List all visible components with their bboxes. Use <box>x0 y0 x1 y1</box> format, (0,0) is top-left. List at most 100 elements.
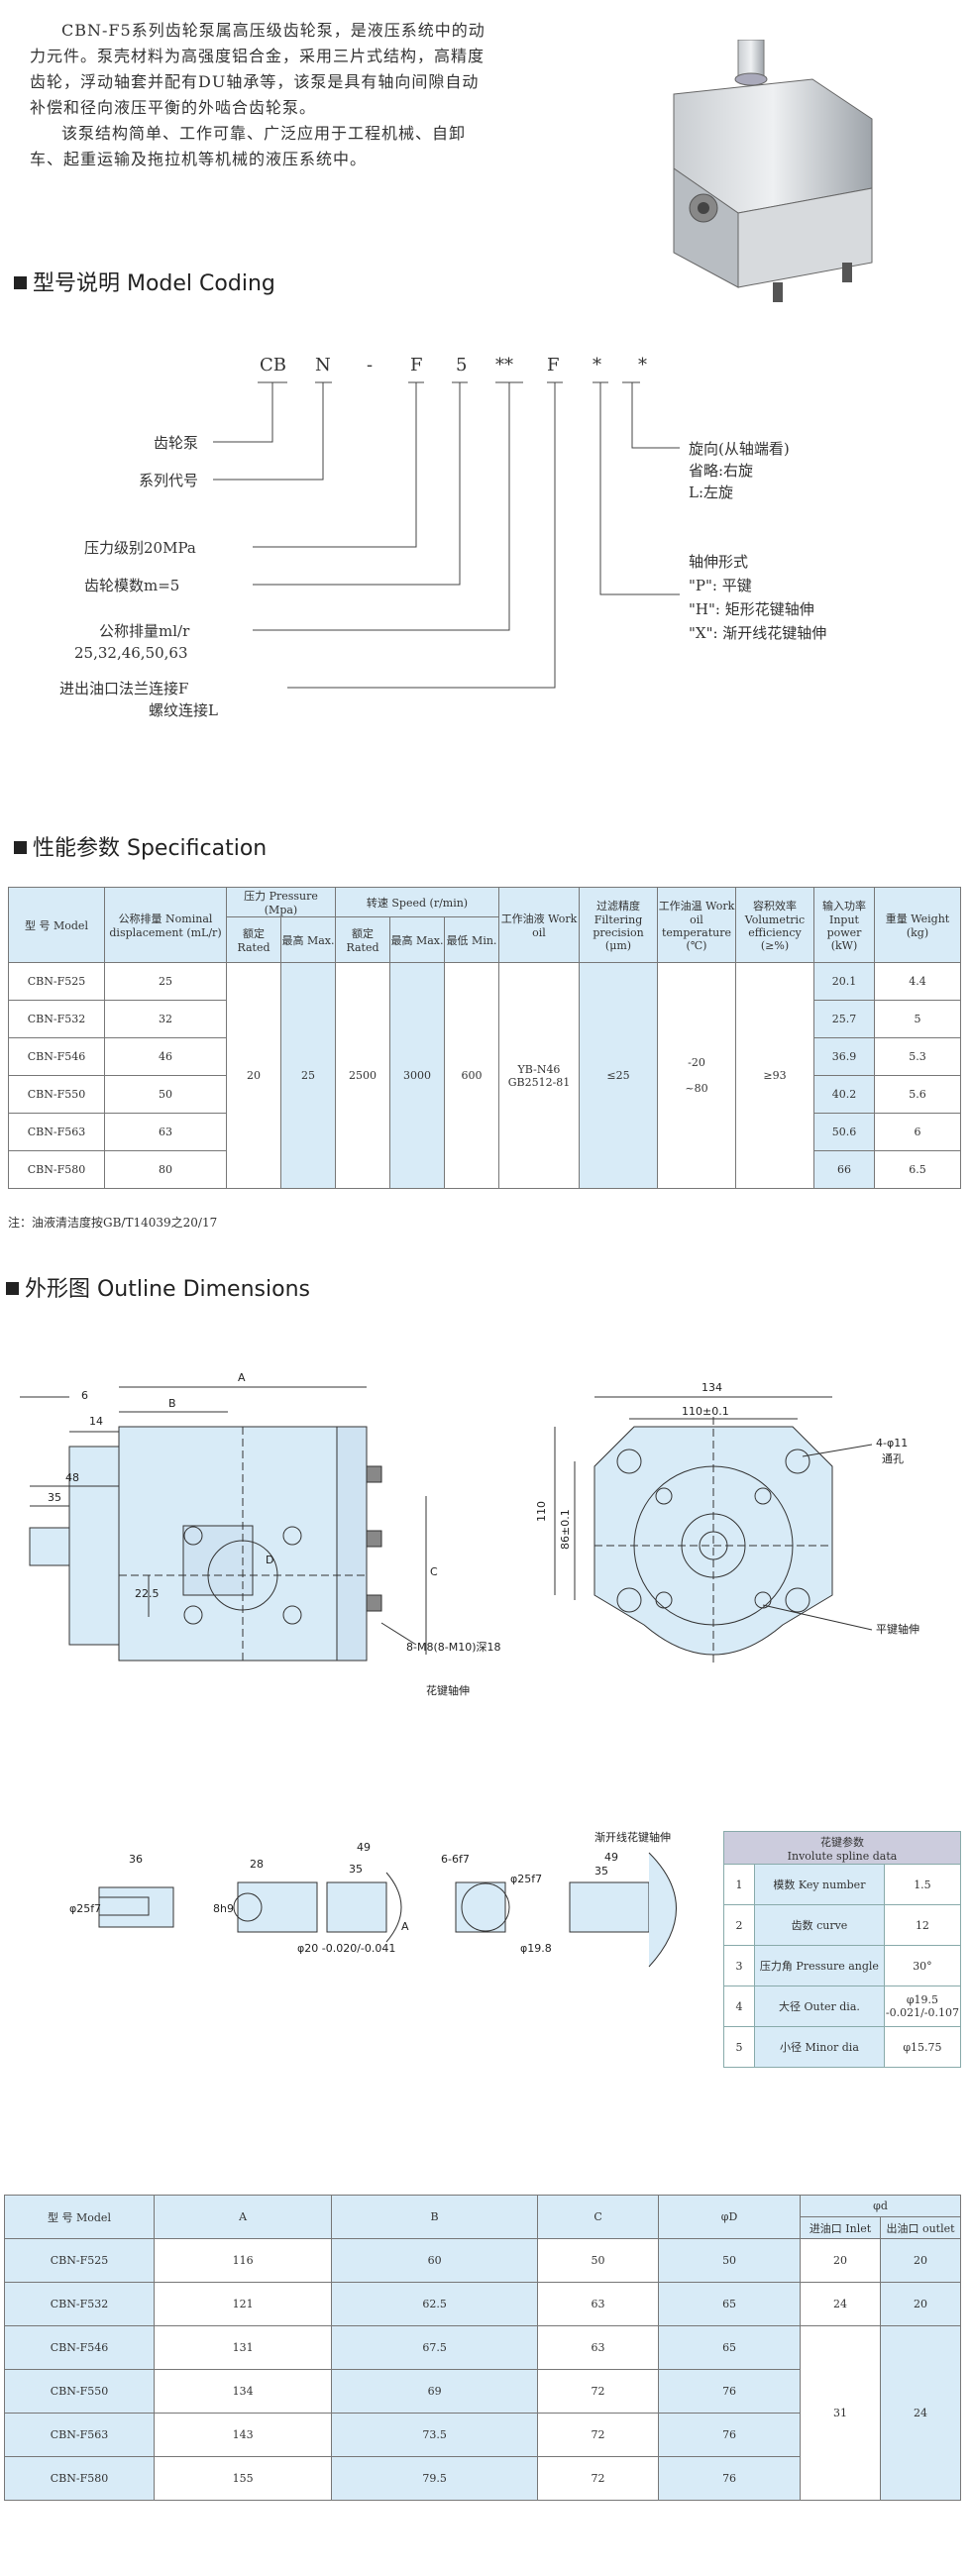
dim-header-small-d: φd <box>800 2195 961 2217</box>
spec-header-pressure: 压力 Pressure (Mpa) <box>226 887 336 917</box>
spec-cell-disp: 32 <box>104 1000 227 1038</box>
spec-cell-model: CBN-F546 <box>8 1037 105 1076</box>
code-port: F <box>547 355 560 376</box>
dim-header-outlet: 出油口 outlet <box>880 2216 961 2239</box>
dim-header-d: φD <box>658 2195 801 2239</box>
dim-header-c: C <box>536 2195 660 2239</box>
code-f: F <box>410 355 423 376</box>
dim-c: C <box>430 1565 438 1578</box>
intro-paragraph-2: 该泵结构简单、工作可靠、广泛应用于工程机械、自卸车、起重运输及拖拉机等机械的液压… <box>30 124 467 168</box>
coding-leader-lines <box>213 381 680 689</box>
dim-86: 86±0.1 <box>559 1509 572 1550</box>
dimensions-table: 型 号 Model A B C φD φd 进油口 Inlet 出油口 outl… <box>4 2195 961 2501</box>
front-view-drawing: 134 110±0.1 110 86±0.1 4-φ11 通孔 平键轴伸 <box>535 1381 919 1664</box>
spec-cell-power: 20.1 <box>813 962 875 1001</box>
label-gear-pump: 齿轮泵 <box>154 434 199 452</box>
shaft-details-drawing: 36 φ25f7 8h9 28 49 35 φ20 -0.020/-0.041 … <box>69 1830 677 1968</box>
spec-cell-model: CBN-F525 <box>8 962 105 1001</box>
spec-cell-s-min: 600 <box>444 962 499 1189</box>
spec-header-temp: 工作油温 Work oil temperature (℃) <box>657 887 736 963</box>
spec-header-s-max: 最高 Max. <box>389 916 445 963</box>
through-hole-2: 通孔 <box>882 1452 904 1465</box>
spec-cell-weight: 5.6 <box>874 1075 961 1114</box>
spec-cell-temp: -20~80 <box>657 962 736 1189</box>
spec-note: 注：油液清洁度按GB/T14039之20/17 <box>8 1216 218 1230</box>
spec-cell-power: 66 <box>813 1150 875 1189</box>
through-hole: 4-φ11 <box>876 1437 908 1449</box>
label-flange-connection: 进出油口法兰连接F <box>59 680 189 698</box>
involute-label: 渐开线花键轴伸 <box>594 1830 671 1844</box>
spec-cell-weight: 5.3 <box>874 1037 961 1076</box>
side-view-drawing: A B C D 6 14 48 35 22.5 8-M8(8-M10)深18 花… <box>20 1371 501 1697</box>
spec-cell-model: CBN-F550 <box>8 1075 105 1114</box>
shaft-19: φ19.8 <box>520 1942 552 1955</box>
code-n: N <box>315 355 331 376</box>
shaft-8: 8h9 <box>213 1902 234 1915</box>
shaft-35a: 35 <box>349 1863 363 1876</box>
spec-header-p-max: 最高 Max. <box>280 916 336 963</box>
spec-header-s-rated: 额定 Rated <box>335 916 390 963</box>
spec-cell-weight: 6 <box>874 1113 961 1151</box>
table-row: CBN-F525 25 20 25 2500 3000 600 YB-N46 G… <box>8 962 961 1189</box>
code-5: 5 <box>456 355 468 376</box>
spec-cell-p-max: 25 <box>280 962 336 1189</box>
section-title-outline: 外形图 Outline Dimensions <box>6 1271 310 1303</box>
label-gear-module: 齿轮模数m=5 <box>84 577 180 594</box>
label-series-code: 系列代号 <box>139 472 199 489</box>
spec-cell-power: 50.6 <box>813 1113 875 1151</box>
bullet-square-icon <box>6 1281 19 1295</box>
dim-22-5: 22.5 <box>135 1587 160 1600</box>
spec-cell-power: 25.7 <box>813 1000 875 1038</box>
spec-header-efficiency: 容积效率 Volumetric efficiency (≥%) <box>735 887 814 963</box>
label-displacement-values: 25,32,46,50,63 <box>74 644 188 662</box>
spec-cell-weight: 4.4 <box>874 962 961 1001</box>
shaft-49b: 49 <box>604 1851 618 1864</box>
spec-cell-disp: 50 <box>104 1075 227 1114</box>
spec-cell-weight: 6.5 <box>874 1150 961 1189</box>
bullet-square-icon <box>14 275 27 289</box>
code-cb: CB <box>260 355 286 376</box>
dim-header-model: 型 号 Model <box>4 2195 155 2239</box>
shaft-6f7: 6-6f7 <box>441 1853 470 1866</box>
spec-cell-disp: 46 <box>104 1037 227 1076</box>
dim-110-x: 110±0.1 <box>682 1405 729 1418</box>
label-shaft-p: "P": 平键 <box>689 577 752 594</box>
code-rotation: * <box>638 355 647 376</box>
code-dash: - <box>367 355 374 376</box>
label-rotation: 旋向(从轴端看) <box>689 440 790 458</box>
dim-a: A <box>238 1371 246 1384</box>
bolt-spec: 8-M8(8-M10)深18 <box>406 1641 501 1654</box>
spline-shaft-label: 花键轴伸 <box>426 1683 470 1697</box>
bullet-square-icon <box>14 840 27 854</box>
label-shaft-x: "X": 渐开线花键轴伸 <box>689 624 827 642</box>
dim-134: 134 <box>701 1381 722 1394</box>
spec-cell-disp: 63 <box>104 1113 227 1151</box>
shaft-20: φ20 -0.020/-0.041 <box>297 1942 395 1955</box>
spec-table: 型 号 Model 公称排量 Nominal displacement (mL/… <box>8 887 961 1189</box>
spec-header-power: 输入功率 Input power (kW) <box>813 887 875 963</box>
dim-110: 110 <box>535 1501 548 1522</box>
section-title-spec: 性能参数 Specification <box>14 830 267 862</box>
spec-cell-p-rated: 20 <box>226 962 281 1189</box>
spec-header-model: 型 号 Model <box>8 887 105 963</box>
spec-header-oil: 工作油液 Work oil <box>498 887 580 963</box>
code-shaft: * <box>593 355 601 376</box>
dim-header-a: A <box>153 2195 333 2239</box>
dim-48: 48 <box>65 1471 79 1484</box>
shaft-a: A <box>401 1920 409 1933</box>
spec-cell-power: 36.9 <box>813 1037 875 1076</box>
table-row: CBN-F550 50 40.2 5.6 <box>8 1075 961 1114</box>
code-displacement: ** <box>495 355 513 376</box>
intro-paragraph-1: CBN-F5系列齿轮泵属高压级齿轮泵，是液压系统中的动力元件。泵壳材料为高强度铝… <box>30 21 486 117</box>
spec-cell-disp: 25 <box>104 962 227 1001</box>
